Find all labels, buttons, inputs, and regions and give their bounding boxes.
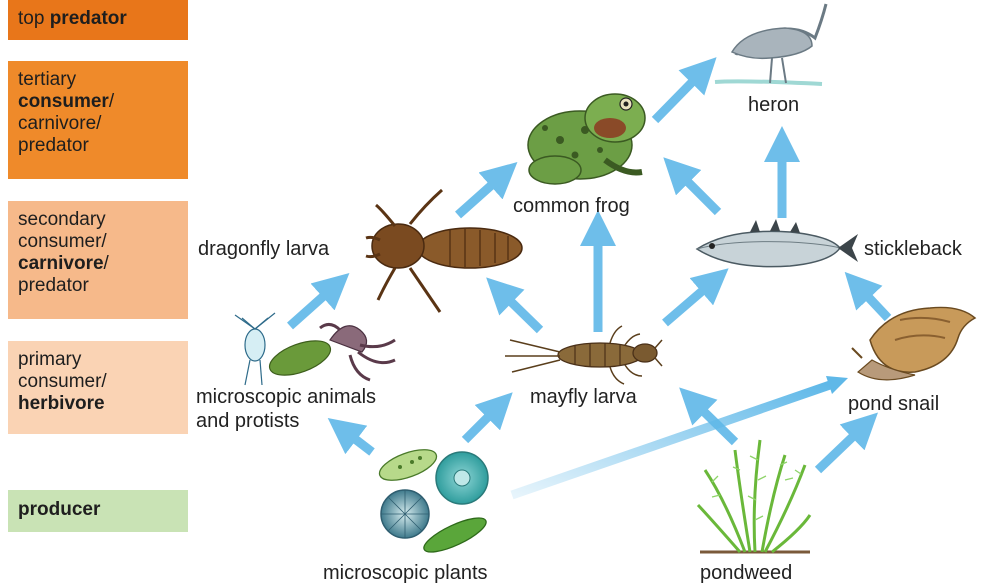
label-microscopic-animals-1: microscopic animals <box>196 386 376 409</box>
heron-illustration <box>715 4 826 84</box>
microscopic-plants-illustration <box>376 443 490 558</box>
mayfly-larva-illustration <box>505 326 662 384</box>
label-dragonfly-larva: dragonfly larva <box>198 238 329 261</box>
arrow-plants-to-snail-head <box>826 376 848 394</box>
label-microscopic-animals-2: and protists <box>196 410 299 433</box>
arrow-mayfly-to-dragonfly <box>499 290 540 330</box>
arrow-animals-to-dragonfly <box>290 285 336 326</box>
arrow-plants-to-animals <box>342 429 372 452</box>
pond-snail-illustration <box>852 307 975 379</box>
microscopic-animals-illustration <box>235 313 395 385</box>
arrow-stickleback-to-frog <box>676 170 718 212</box>
common-frog-illustration <box>528 94 645 184</box>
label-mayfly-larva: mayfly larva <box>530 386 637 409</box>
arrow-frog-to-heron <box>655 70 704 120</box>
label-stickleback: stickleback <box>864 238 962 261</box>
stickleback-illustration <box>697 219 858 267</box>
label-heron: heron <box>748 94 799 117</box>
arrow-mayfly-to-stickleback <box>665 280 715 323</box>
arrow-pondweed-to-snail <box>818 425 865 470</box>
arrow-snail-to-stickleback <box>857 285 888 318</box>
label-common-frog: common frog <box>513 195 630 218</box>
label-pond-snail: pond snail <box>848 393 939 416</box>
arrow-plants-to-mayfly <box>465 405 500 440</box>
pondweed-illustration <box>698 440 810 552</box>
label-pondweed: pondweed <box>700 562 792 585</box>
arrow-dragonfly-to-frog <box>458 174 504 215</box>
label-microscopic-plants: microscopic plants <box>323 562 488 585</box>
